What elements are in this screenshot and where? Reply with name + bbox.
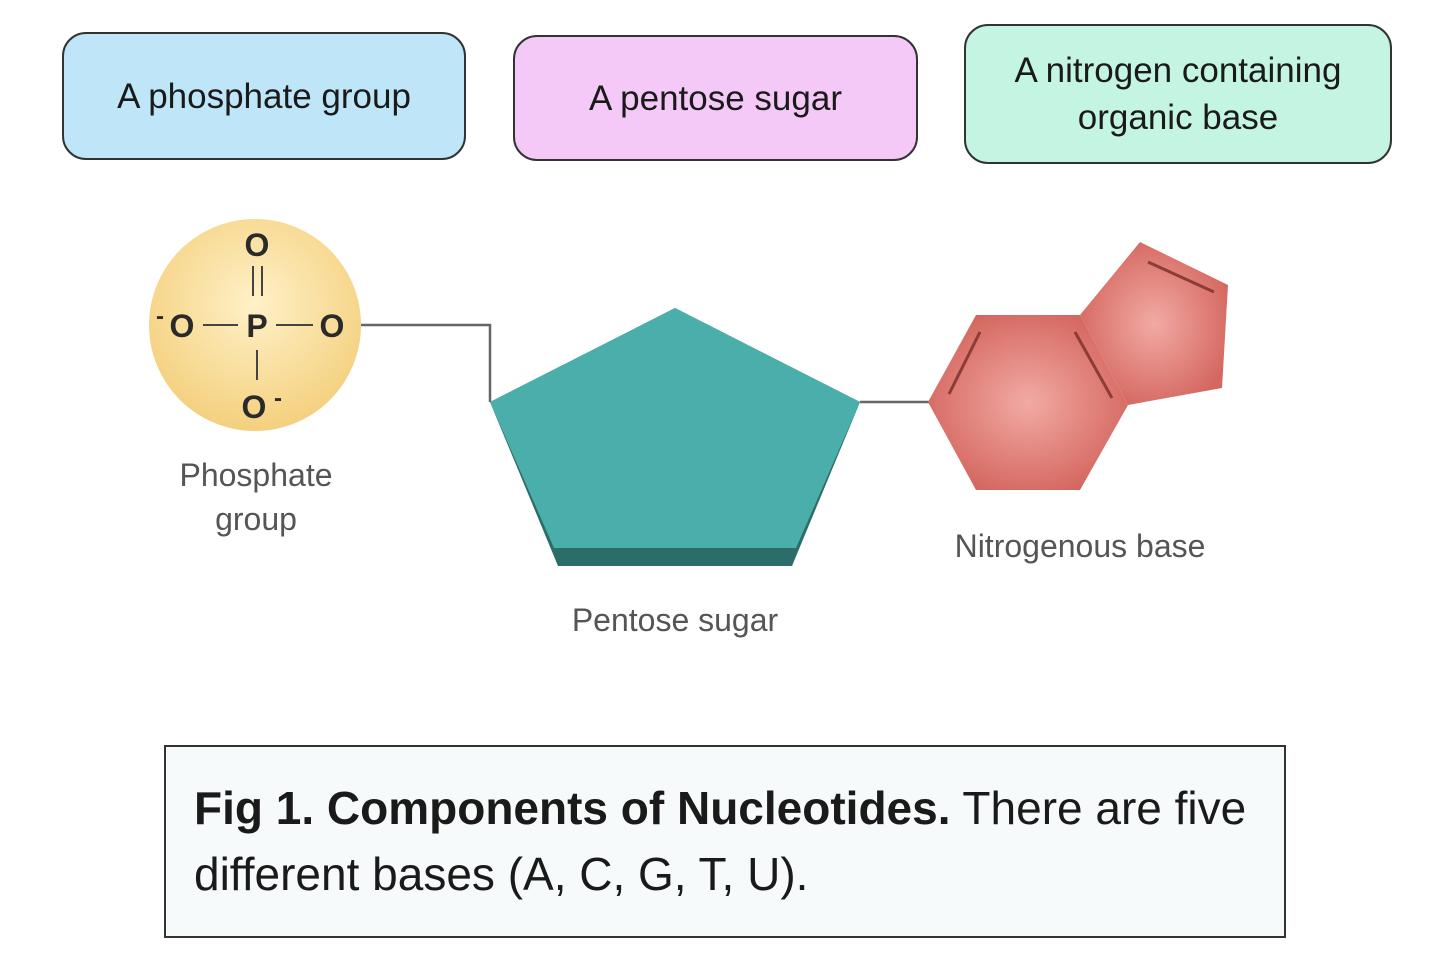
left-charge: - xyxy=(156,303,164,330)
base-inner-bond-3 xyxy=(1147,260,1215,294)
phosphate-sugar-bond xyxy=(355,323,492,402)
pentose-sugar-shape xyxy=(490,308,860,566)
nitrogenous-base-label: Nitrogenous base xyxy=(954,528,1206,564)
figure-caption: Fig 1. Components of Nucleotides. There … xyxy=(164,745,1286,938)
pentose-sugar-pentagon xyxy=(490,308,860,548)
nitrogen-base-box-line2: organic base xyxy=(1077,98,1279,137)
nitrogen-base-box: A nitrogen containing organic base xyxy=(964,24,1392,164)
phosphate-group-box: A phosphate group xyxy=(62,32,466,160)
pentose-sugar-box: A pentose sugar xyxy=(513,35,918,161)
caption-title: Fig 1. Components of Nucleotides. xyxy=(194,782,951,834)
pentose-sugar-label: Pentose sugar xyxy=(571,602,779,638)
phosphate-group: O - O P O O - xyxy=(149,219,361,431)
nitrogen-base-box-line1: A nitrogen containing xyxy=(1014,51,1342,90)
pentose-sugar-box-text: A pentose sugar xyxy=(589,78,842,118)
left-oxygen: O xyxy=(170,308,195,344)
right-oxygen: O xyxy=(320,308,345,344)
phosphate-group-label-line1: Phosphate xyxy=(179,457,333,493)
phosphate-group-box-text: A phosphate group xyxy=(117,76,411,116)
phosphate-group-label: Phosphate group xyxy=(136,453,376,541)
phosphorus: P xyxy=(246,308,267,344)
base-inner-bond-1 xyxy=(947,331,982,395)
phosphate-circle xyxy=(149,219,361,431)
caption-text: There are five different bases (A, C, G,… xyxy=(194,782,1247,900)
bottom-charge: - xyxy=(274,385,282,412)
phosphate-group-label-line2: group xyxy=(215,501,297,537)
base-inner-bond-2 xyxy=(1073,331,1114,399)
base-hexagon-ring xyxy=(928,315,1128,490)
nitrogenous-base-shape xyxy=(928,242,1228,490)
bottom-oxygen: O xyxy=(242,389,267,425)
top-oxygen: O xyxy=(245,227,270,263)
